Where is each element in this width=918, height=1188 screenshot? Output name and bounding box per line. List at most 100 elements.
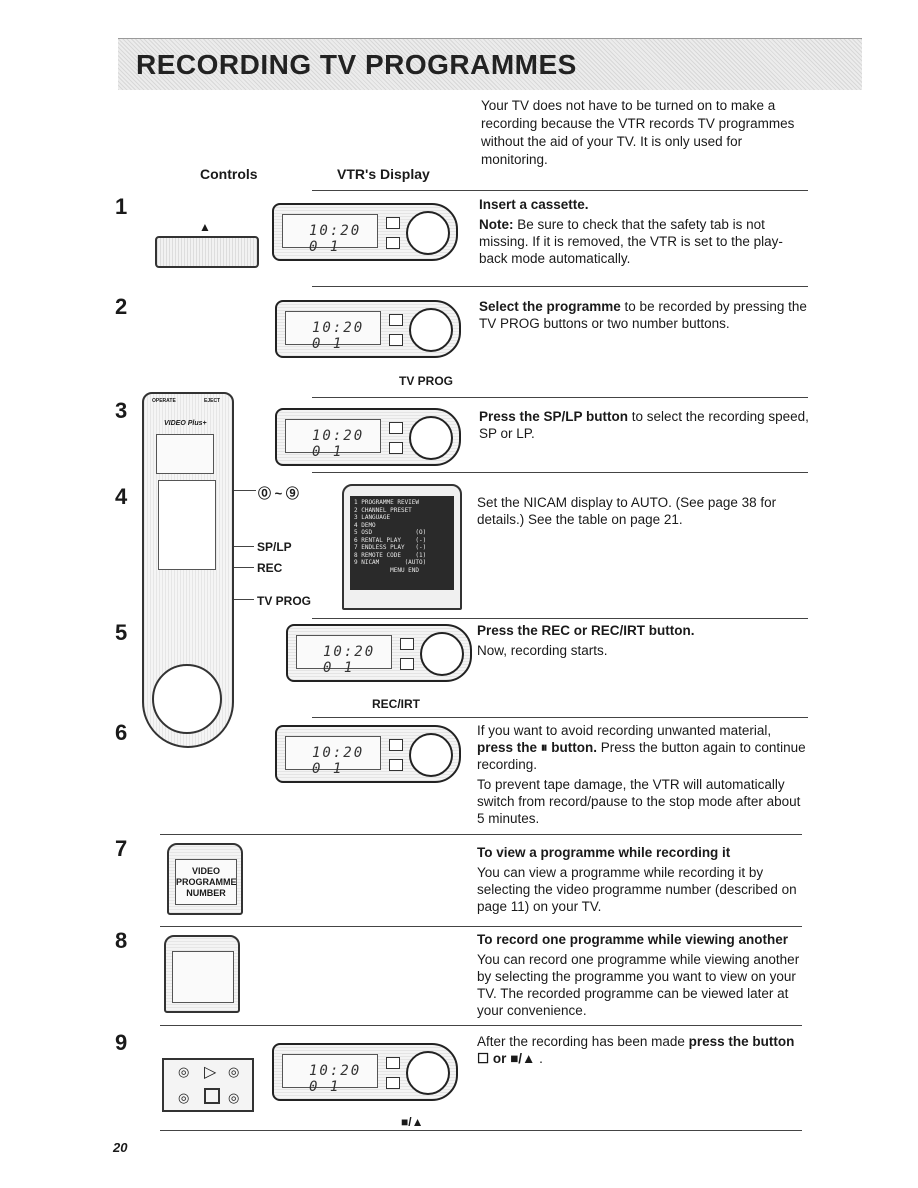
controls-heading: Controls [200,166,258,182]
insert-arrow-icon: ▲ [199,220,211,234]
step-5-body: Now, recording starts. [477,643,608,658]
step-6-body: Press the button again to continue recor… [477,740,806,772]
transport-buttons-illustration: ◎ ▷ ◎ ◎ ◎ [162,1058,254,1112]
tv-prog-callout: TV PROG [399,374,454,388]
display-digits: 10:20 0 1 [312,745,365,777]
display-digits: 10:20 0 1 [312,428,365,460]
intro-text: Your TV does not have to be turned on to… [481,98,795,167]
menu-line: 5 OSD (O) [354,529,427,536]
display-button [386,1057,400,1069]
divider [312,618,808,619]
tv-label: VIDEO PROGRAMME NUMBER [175,859,237,905]
tv-prog-remote-callout: TV PROG [257,594,312,608]
play-icon: ▷ [204,1064,217,1081]
menu-line: 9 NICAM (AUTO) [354,559,427,566]
leader-line [234,599,254,600]
display-button [400,658,414,670]
divider [312,190,808,191]
display-button [386,217,400,229]
menu-line: 6 RENTAL PLAY (-) [354,536,427,544]
step-number: 5 [115,620,128,645]
record-icon: ◎ [228,1090,240,1105]
menu-line: 2 CHANNEL PRESET [354,506,412,514]
divider [160,1025,802,1026]
step-9-pre: After the recording has been made [477,1034,689,1049]
menu-line: 4 DEMO [354,521,376,529]
display-digits: 10:20 0 1 [309,223,362,255]
step-6-text: If you want to avoid recording unwanted … [477,722,807,830]
tv-illustration-blank [164,935,240,1013]
display-digits: 10:20 0 1 [312,320,365,352]
vtr-display-5: 10:20 0 1 [286,624,472,682]
step-number: 1 [115,194,128,219]
vtr-display-3: 10:20 0 1 [275,408,461,466]
jog-dial-icon [409,416,453,460]
title-banner: RECORDING TV PROGRAMMES [118,38,862,90]
divider [312,472,808,473]
step-4-body: Set the NICAM display to AUTO. (See page… [477,495,777,527]
step-number: 7 [115,836,128,861]
remote-operate-label: OPERATE [152,398,176,404]
step-8-text: To record one programme while viewing an… [477,931,807,1022]
display-button [400,638,414,650]
page-title: RECORDING TV PROGRAMMES [136,49,577,80]
step-number: 9 [115,1030,128,1055]
step-number: 8 [115,928,128,953]
step-5-lead: Press the REC or REC/IRT button. [477,623,695,638]
step-2-text: Select the programme to be recorded by p… [479,298,809,335]
step-2-lead: Select the programme [479,299,621,314]
step-7-text: To view a programme while recording it Y… [477,844,807,918]
step-2-body: to be recorded by pressing the TV PROG b… [479,299,807,331]
step-6-pre: If you want to avoid recording unwanted … [477,723,772,738]
remote-brand-label: VIDEO Plus+ [164,420,207,427]
page-number: 20 [113,1140,128,1155]
display-heading: VTR's Display [337,166,430,182]
display-button [386,1077,400,1089]
leader-line [234,567,254,568]
step-1-text: Insert a cassette. Note: Be sure to chec… [479,196,809,270]
rewind-icon: ◎ [178,1064,190,1079]
jog-dial-icon [409,308,453,352]
step-4-text: Set the NICAM display to AUTO. (See page… [477,494,807,531]
leader-line [234,546,254,547]
display-button [389,422,403,434]
display-button [389,334,403,346]
number-buttons-callout: ⓪ ~ ⑨ [258,486,299,501]
ff-icon: ◎ [228,1064,240,1079]
jog-shuttle-icon [152,664,222,734]
stop-eject-callout: ■/▲ [401,1115,424,1129]
menu-line: 7 ENDLESS PLAY (-) [354,544,427,551]
step-number: 4 [115,484,128,509]
step-number: 3 [115,398,128,423]
step-7-lead: To view a programme while recording it [477,845,731,860]
jog-dial-icon [409,733,453,777]
step-7-body: You can view a programme while recording… [477,865,797,914]
step-5-text: Press the REC or REC/IRT button. Now, re… [477,622,807,662]
tv-illustration: VIDEO PROGRAMME NUMBER [167,843,243,915]
display-digits: 10:20 0 1 [309,1063,362,1095]
step-6-extra: To prevent tape damage, the VTR will aut… [477,777,801,826]
jog-dial-icon [406,211,450,255]
rec-callout: REC [257,561,283,575]
step-3-text: Press the SP/LP button to select the rec… [479,408,809,445]
divider [160,926,802,927]
display-button [389,442,403,454]
display-button [389,759,403,771]
step-number: 2 [115,294,128,319]
vtr-display-9: 10:20 0 1 [272,1043,458,1101]
note-body: Be sure to check that the safety tab is … [479,217,783,266]
divider [312,717,808,718]
step-1-lead: Insert a cassette. [479,197,589,212]
step-3-lead: Press the SP/LP button [479,409,629,424]
leader-line [234,490,256,491]
menu-line: 1 PROGRAMME REVIEW [354,499,420,506]
remote-eject-label: EJECT [204,398,221,404]
jog-dial-icon [420,632,464,676]
step-9-text: After the recording has been made press … [477,1033,807,1070]
divider [312,286,808,287]
divider [160,834,802,835]
menu-line: MENU END [354,566,420,574]
step-9-body: . [535,1051,543,1066]
note-label: Note: [479,217,514,232]
